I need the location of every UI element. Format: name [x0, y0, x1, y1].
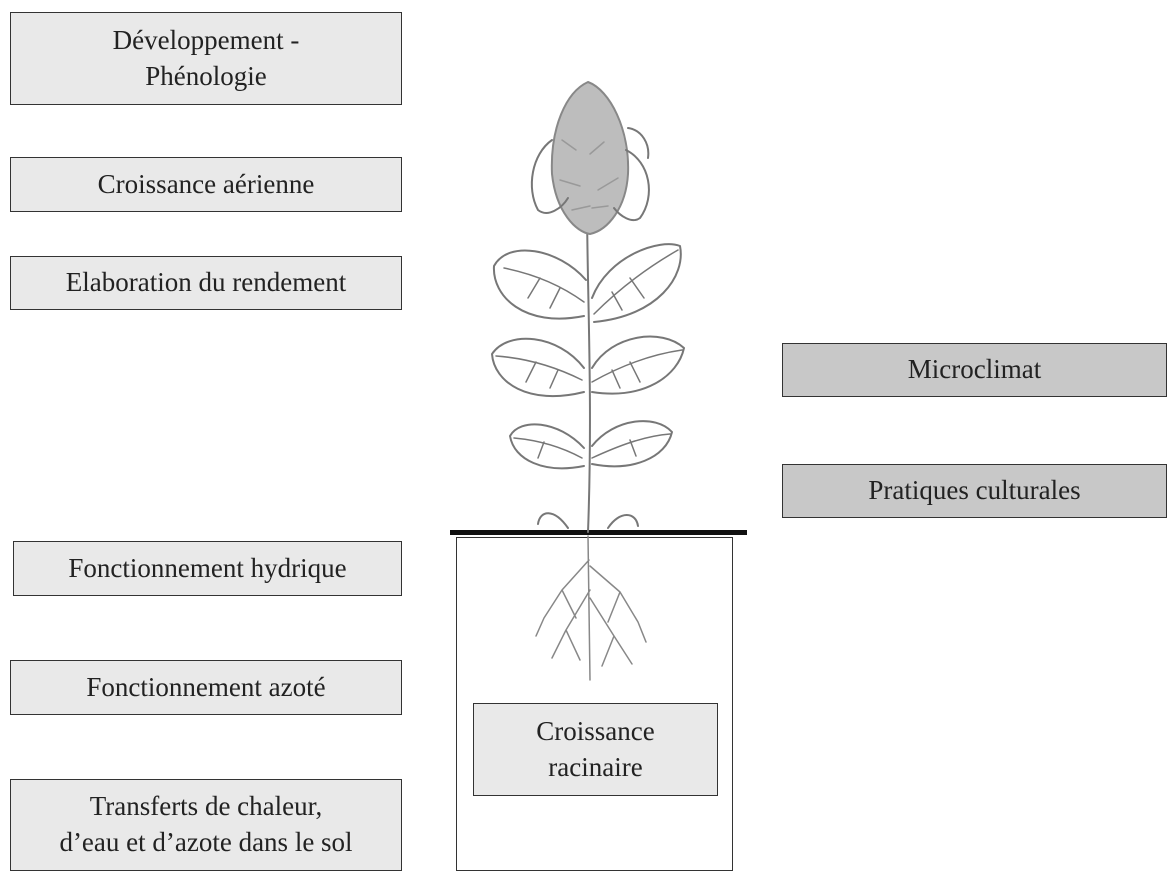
plant-leaf-lower-left: [509, 423, 585, 470]
ground-line: [450, 530, 747, 535]
plant-bract-right-2: [627, 127, 650, 159]
box-developpement-phenologie: Développement - Phénologie: [10, 12, 402, 105]
box-croissance-aerienne: Croissance aérienne: [10, 157, 402, 212]
box-croissance-aerienne-label: Croissance aérienne: [97, 168, 315, 199]
plant-basal-leaves: [537, 512, 639, 529]
box-transferts-sol: Transferts de chaleur, d’eau et d’azote …: [10, 779, 402, 871]
box-microclimat: Microclimat: [782, 343, 1167, 397]
box-fonctionnement-azote-label: Fonctionnement azoté: [86, 671, 326, 702]
plant-leaf-upper-left: [492, 249, 587, 320]
box-elaboration-rendement-label: Elaboration du rendement: [65, 267, 347, 298]
plant-inflorescence: [550, 81, 630, 235]
plant-bract-right: [613, 149, 650, 222]
box-microclimat-label: Microclimat: [907, 354, 1042, 385]
box-developpement-phenologie-label: Développement - Phénologie: [112, 24, 300, 91]
box-elaboration-rendement: Elaboration du rendement: [10, 256, 402, 310]
box-pratiques-culturales: Pratiques culturales: [782, 464, 1167, 518]
plant-leaf-lower-right: [591, 420, 673, 468]
plant-illustration: [491, 81, 685, 681]
plant-roots: [535, 535, 647, 681]
plant-leaf-mid-left: [491, 337, 585, 397]
box-croissance-racinaire-label: Croissance racinaire: [536, 715, 655, 782]
box-pratiques-culturales-label: Pratiques culturales: [868, 475, 1081, 506]
box-transferts-sol-label: Transferts de chaleur, d’eau et d’azote …: [59, 791, 353, 857]
box-fonctionnement-hydrique-label: Fonctionnement hydrique: [68, 552, 347, 583]
plant-bract-left: [530, 139, 569, 214]
plant-leaf-upper-right: [591, 243, 682, 323]
box-croissance-racinaire: Croissance racinaire: [473, 703, 718, 796]
box-fonctionnement-azote: Fonctionnement azoté: [10, 660, 402, 715]
box-fonctionnement-hydrique: Fonctionnement hydrique: [13, 541, 402, 596]
plant-leaf-mid-right: [591, 335, 685, 395]
